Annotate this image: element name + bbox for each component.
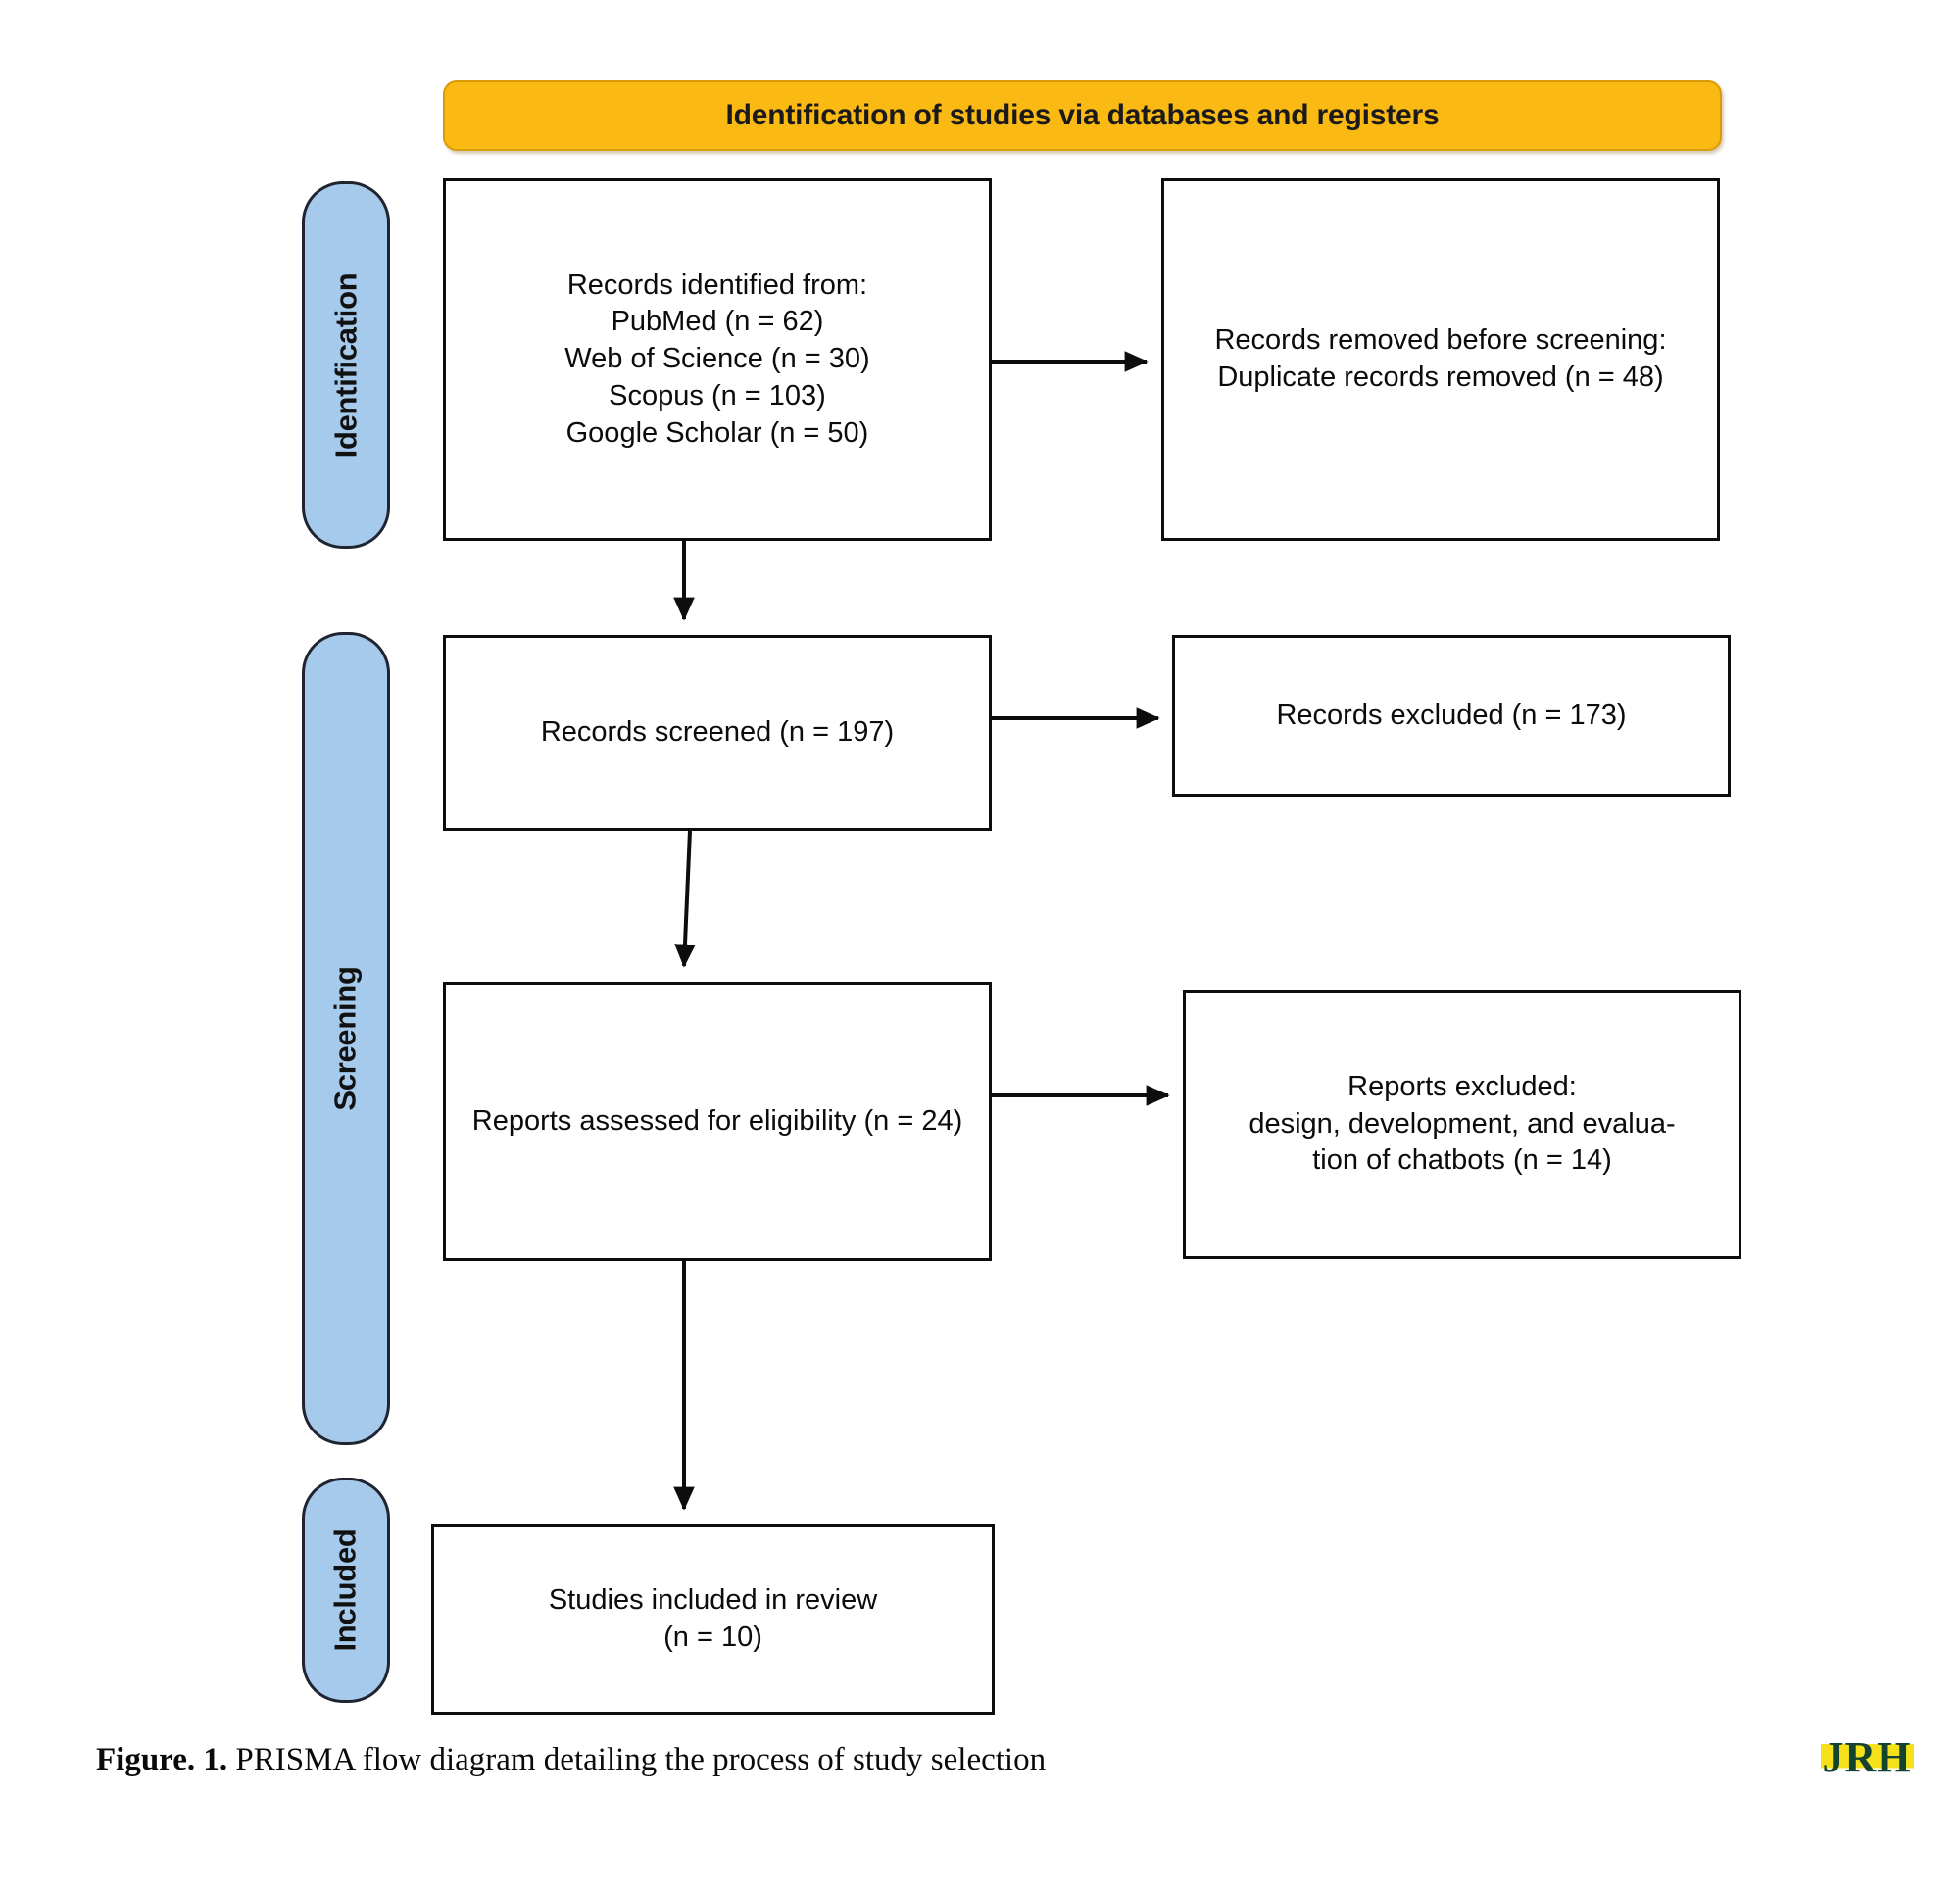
banner-title: Identification of studies via databases … (725, 99, 1440, 131)
stage-label-screening: Screening (302, 632, 390, 1445)
box-records-identified: Records identified from: PubMed (n = 62)… (443, 178, 992, 541)
box-records-identified-text: Records identified from: PubMed (n = 62)… (564, 268, 870, 449)
arrow-screened-to-eligibility (674, 830, 696, 968)
box-reports-assessed-eligibility: Reports assessed for eligibility (n = 24… (443, 982, 992, 1261)
box-records-removed: Records removed before screening: Duplic… (1161, 178, 1720, 541)
box-reports-excluded: Reports excluded: design, development, a… (1183, 990, 1741, 1259)
box-records-screened: Records screened (n = 197) (443, 635, 992, 831)
box-records-screened-text: Records screened (n = 197) (540, 716, 895, 749)
stage-label-included-text: Included (328, 1528, 363, 1652)
stage-label-screening-text: Screening (328, 966, 363, 1111)
box-reports-excluded-text: Reports excluded: design, development, a… (1249, 1070, 1676, 1177)
journal-logo: JRH (1808, 1732, 1926, 1783)
stage-label-identification: Identification (302, 181, 390, 549)
box-reports-assessed-eligibility-text: Reports assessed for eligibility (n = 24… (471, 1104, 963, 1137)
stage-label-identification-text: Identification (328, 272, 363, 458)
stage-label-included: Included (302, 1478, 390, 1703)
box-records-excluded-text: Records excluded (n = 173) (1276, 699, 1627, 731)
figure-caption-prefix: Figure. 1. (96, 1742, 228, 1777)
journal-logo-text: JRH (1820, 1733, 1914, 1781)
figure-caption: Figure. 1. PRISMA flow diagram detailing… (96, 1742, 1046, 1778)
figure-caption-text: PRISMA flow diagram detailing the proces… (227, 1742, 1047, 1777)
box-studies-included-text: Studies included in review (n = 10) (548, 1583, 878, 1653)
box-records-removed-text: Records removed before screening: Duplic… (1214, 324, 1667, 393)
banner-identification-header: Identification of studies via databases … (443, 80, 1722, 151)
box-studies-included: Studies included in review (n = 10) (431, 1524, 995, 1715)
box-records-excluded: Records excluded (n = 173) (1172, 635, 1731, 797)
